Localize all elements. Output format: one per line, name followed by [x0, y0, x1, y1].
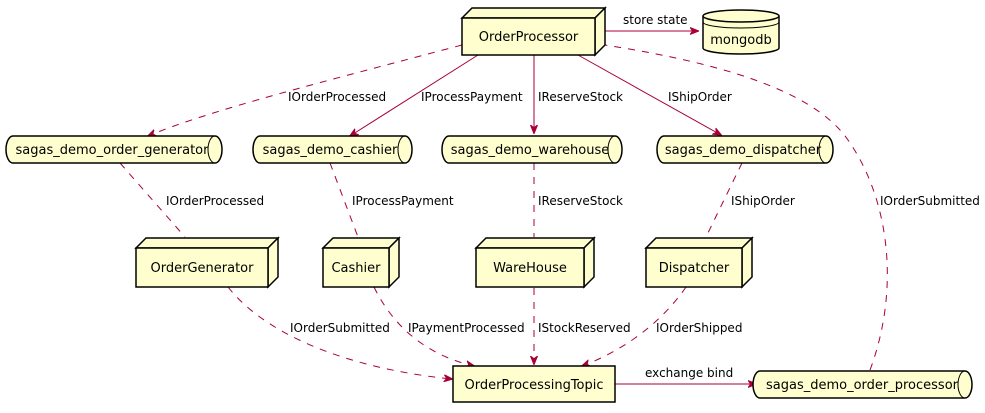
node-order-processing-topic: OrderProcessingTopic [452, 365, 616, 403]
edge-exchange-bind: exchange bind [615, 366, 756, 384]
edge-label-istockreserved: IStockReserved [538, 321, 631, 335]
edge-label-qware-ireservestock: IReserveStock [538, 194, 623, 208]
edge-label-exchange-bind: exchange bind [645, 366, 733, 380]
node-dispatcher: Dispatcher [644, 236, 754, 289]
edge-label-qcash-iprocesspayment: IProcessPayment [352, 194, 454, 208]
node-label-order-generator: OrderGenerator [151, 261, 255, 276]
edge-label-ireservestock: IReserveStock [538, 90, 623, 104]
node-label-topic: OrderProcessingTopic [464, 378, 603, 393]
edge-label-qgen-iorderprocessed: IOrderProcessed [166, 194, 264, 208]
edge-label-qdisp-iship-order: IShipOrder [731, 194, 795, 208]
node-label-q-order-generator: sagas_demo_order_generator [16, 143, 210, 158]
edge-op-to-dispatcher-queue: IShipOrder [577, 54, 732, 135]
edge-qcash-to-cashier: IProcessPayment [329, 162, 454, 238]
node-label-order-processor: OrderProcessor [479, 30, 579, 45]
node-label-q-cashier: sagas_demo_cashier [263, 143, 398, 158]
node-label-dispatcher: Dispatcher [659, 261, 730, 276]
edge-qop-to-order-processor: IOrderSubmitted [604, 44, 980, 371]
edge-qgen-to-order-generator: IOrderProcessed [119, 162, 264, 238]
edge-op-to-order-generator-queue: IOrderProcessed [148, 44, 463, 136]
node-label-q-dispatcher: sagas_demo_dispatcher [665, 143, 822, 158]
node-queue-order-generator: sagas_demo_order_generator [5, 135, 223, 164]
edge-qdisp-to-dispatcher: IShipOrder [705, 162, 795, 238]
edge-label-iorderprocessed: IOrderProcessed [288, 90, 386, 104]
edge-dispatcher-to-topic: IOrderShipped [582, 286, 742, 366]
edge-store-state: store state [605, 13, 698, 31]
node-label-q-order-processor: sagas_demo_order_processor [766, 378, 959, 393]
edge-qware-to-warehouse: IReserveStock [533, 163, 623, 237]
edges: store state IOrderProcessed IProcessPaym… [119, 13, 980, 384]
node-label-cashier: Cashier [331, 261, 381, 276]
edge-label-iordershipped: IOrderShipped [656, 321, 742, 335]
node-order-processor: OrderProcessor [460, 6, 607, 57]
edge-cashier-to-topic: IPaymentProcessed [373, 286, 525, 366]
edge-label-ipaymentprocessed: IPaymentProcessed [408, 321, 525, 335]
edge-label-iship-order: IShipOrder [668, 90, 732, 104]
edge-label-store-state: store state [623, 13, 688, 27]
node-order-generator: OrderGenerator [134, 236, 280, 289]
node-warehouse: WareHouse [474, 236, 596, 289]
node-queue-cashier: sagas_demo_cashier [252, 135, 413, 164]
edge-warehouse-to-topic: IStockReserved [534, 288, 631, 364]
edge-label-iordersubmitted: IOrderSubmitted [880, 194, 980, 208]
node-cashier: Cashier [321, 236, 401, 289]
edge-label-gen-iordersubmitted: IOrderSubmitted [290, 321, 390, 335]
edge-label-iprocesspayment: IProcessPayment [421, 90, 523, 104]
node-mongodb: mongodb [702, 9, 780, 55]
edge-generator-to-topic: IOrderSubmitted [227, 286, 452, 379]
node-queue-warehouse: sagas_demo_warehouse [441, 135, 623, 164]
edge-op-to-cashier-queue: IProcessPayment [350, 54, 523, 136]
node-queue-order-processor: sagas_demo_order_processor [752, 370, 973, 399]
edge-op-to-warehouse-queue: IReserveStock [534, 55, 623, 133]
node-queue-dispatcher: sagas_demo_dispatcher [656, 135, 834, 164]
node-label-q-warehouse: sagas_demo_warehouse [451, 143, 609, 158]
node-label-warehouse: WareHouse [493, 261, 567, 276]
node-label-mongodb: mongodb [710, 33, 772, 48]
